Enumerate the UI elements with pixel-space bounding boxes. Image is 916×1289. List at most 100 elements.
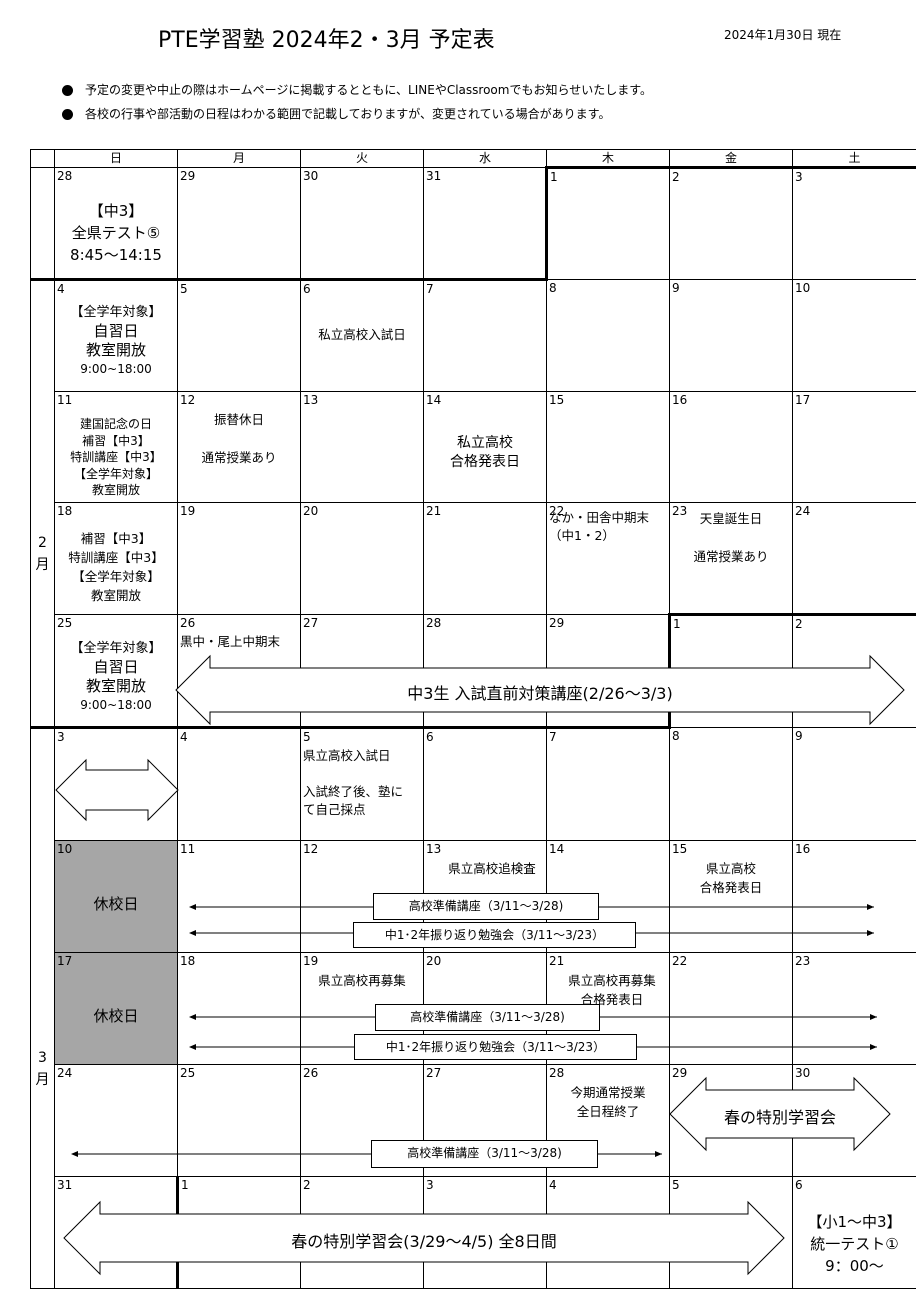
day-number: 1 bbox=[181, 1178, 189, 1192]
month-label-blank bbox=[31, 168, 55, 280]
day-number: 18 bbox=[180, 954, 195, 968]
day-cell-wed: 31 bbox=[424, 168, 547, 280]
day-number: 21 bbox=[426, 504, 441, 518]
day-number: 19 bbox=[180, 504, 195, 518]
day-number: 11 bbox=[180, 842, 195, 856]
day-cell-mon: 18 bbox=[178, 953, 301, 1065]
day-event: 県立高校追検査 bbox=[438, 859, 546, 878]
day-cell-sat: 3 bbox=[793, 168, 916, 280]
day-cell-sat: 6【小1～中3】 統一テスト① 9：00～ bbox=[793, 1177, 916, 1289]
day-cell-fri: 2 bbox=[670, 168, 793, 280]
day-number: 26 bbox=[180, 616, 195, 630]
day-cell-sat: 30 bbox=[793, 1065, 916, 1177]
day-cell-sun: 18 補習【中3】 特訓講座【中3】 【全学年対象】 教室開放 bbox=[55, 503, 178, 615]
page-title: PTE学習塾 2024年2・3月 予定表 bbox=[158, 22, 495, 54]
day-cell-mon: 1 bbox=[178, 1177, 301, 1289]
day-number: 3 bbox=[57, 730, 65, 744]
day-number: 24 bbox=[57, 1066, 72, 1080]
day-cell-wed: 20 bbox=[424, 953, 547, 1065]
day-cell-mon: 11 bbox=[178, 841, 301, 953]
day-number: 27 bbox=[303, 616, 318, 630]
day-cell-wed: 21 bbox=[424, 503, 547, 615]
day-cell-wed: 27 bbox=[424, 1065, 547, 1177]
day-number: 18 bbox=[57, 504, 72, 518]
day-cell-fri: 16 bbox=[670, 392, 793, 503]
weekday-sun: 日 bbox=[55, 150, 178, 168]
day-number: 17 bbox=[795, 393, 810, 407]
day-number: 2 bbox=[303, 1178, 311, 1192]
day-number: 28 bbox=[426, 616, 441, 630]
weekday-tue: 火 bbox=[301, 150, 424, 168]
day-number: 2 bbox=[672, 170, 680, 184]
day-number: 20 bbox=[303, 504, 318, 518]
day-event: 休校日 bbox=[55, 893, 177, 915]
day-number: 25 bbox=[57, 616, 72, 630]
day-cell-thu: 21 県立高校再募集 合格発表日 bbox=[547, 953, 670, 1065]
day-cell-fri: 9 bbox=[670, 280, 793, 392]
day-number: 4 bbox=[57, 282, 65, 296]
day-cell-fri: 5 bbox=[670, 1177, 793, 1289]
day-number: 17 bbox=[57, 954, 72, 968]
day-number: 9 bbox=[795, 729, 803, 743]
day-number: 30 bbox=[303, 169, 318, 183]
day-cell-tue: 26 bbox=[301, 1065, 424, 1177]
event-line: 【全学年対象】 bbox=[55, 303, 177, 322]
day-cell-thu: 7 bbox=[547, 728, 670, 841]
day-cell-sat: 10 bbox=[793, 280, 916, 392]
event-line: 【全学年対象】 bbox=[55, 639, 177, 658]
day-number: 29 bbox=[549, 616, 564, 630]
day-cell-tue: 20 bbox=[301, 503, 424, 615]
day-number: 3 bbox=[426, 1178, 434, 1192]
weekday-fri: 金 bbox=[670, 150, 793, 168]
day-number: 26 bbox=[303, 1066, 318, 1080]
day-number: 19 bbox=[303, 954, 318, 968]
event-line: 9:00~18:00 bbox=[55, 360, 177, 379]
day-cell-wed: 3 bbox=[424, 1177, 547, 1289]
day-cell-mon: 19 bbox=[178, 503, 301, 615]
day-number: 14 bbox=[426, 393, 441, 407]
note-text: 予定の変更や中止の際はホームページに掲載するとともに、LINEやClassroo… bbox=[85, 79, 652, 101]
day-number: 23 bbox=[795, 954, 810, 968]
day-event: なか・田舎中期末 （中1・2） bbox=[547, 509, 669, 545]
day-number: 16 bbox=[795, 842, 810, 856]
day-cell-mon: 25 bbox=[178, 1065, 301, 1177]
day-cell-sun: 28【中3】 全県テスト⑤ 8:45～14:15 bbox=[55, 168, 178, 280]
day-cell-mon: 4 bbox=[178, 728, 301, 841]
day-event: 県立高校 合格発表日 bbox=[670, 859, 792, 897]
note-item: 予定の変更や中止の際はホームページに掲載するとともに、LINEやClassroo… bbox=[62, 78, 652, 102]
day-number: 15 bbox=[549, 393, 564, 407]
day-number: 21 bbox=[549, 954, 564, 968]
day-cell-thu: 29 bbox=[547, 615, 670, 728]
day-cell-tue: 12 bbox=[301, 841, 424, 953]
day-cell-sat: 2 bbox=[793, 615, 916, 728]
day-cell-sat: 23 bbox=[793, 953, 916, 1065]
bullet-icon bbox=[62, 85, 73, 96]
day-event: 県立高校入試日 入試終了後、塾に て自己採点 bbox=[301, 747, 423, 819]
day-number: 24 bbox=[795, 504, 810, 518]
day-cell-wed: 14 私立高校 合格発表日 bbox=[424, 392, 547, 503]
day-event: 補習【中3】 特訓講座【中3】 【全学年対象】 教室開放 bbox=[55, 529, 177, 605]
day-event: 私立高校 合格発表日 bbox=[424, 434, 546, 472]
event-line: 自習日 bbox=[55, 658, 177, 677]
day-number: 28 bbox=[549, 1066, 564, 1080]
day-number: 1 bbox=[673, 617, 681, 631]
day-number: 29 bbox=[180, 169, 195, 183]
note-text: 各校の行事や部活動の日程はわかる範囲で記載しておりますが、変更されている場合があ… bbox=[85, 103, 610, 125]
day-cell-wed: 28 bbox=[424, 615, 547, 728]
day-event: 県立高校再募集 合格発表日 bbox=[555, 971, 669, 1009]
day-number: 5 bbox=[180, 282, 188, 296]
weekday-mon: 月 bbox=[178, 150, 301, 168]
